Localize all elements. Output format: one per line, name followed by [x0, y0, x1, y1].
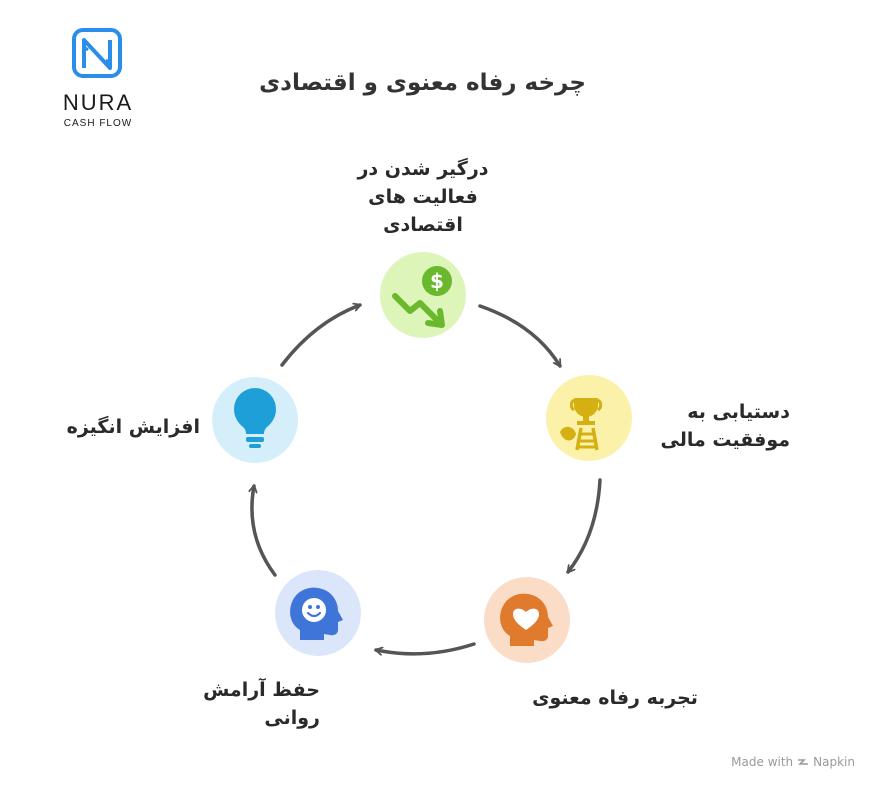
label-line: دستیابی به	[687, 401, 790, 423]
label-line: موفقیت مالی	[660, 429, 790, 451]
svg-text:$: $	[430, 269, 444, 293]
logo-name: NURA	[63, 90, 133, 115]
credit-prefix: Made with	[731, 755, 794, 769]
logo: NURA CASH FLOW	[52, 26, 148, 138]
label-line: روانی	[264, 707, 320, 729]
label-line: اقتصادی	[383, 214, 463, 236]
smiling-head-icon	[290, 587, 343, 640]
label-line: تجربه رفاه معنوی	[532, 687, 698, 709]
diagram-title: چرخه رفاه معنوی و اقتصادی	[259, 70, 586, 96]
label-line: افزایش انگیزه	[66, 416, 200, 438]
arrow-success-to-welfare	[566, 478, 602, 574]
arrow-activity-to-success	[478, 304, 562, 368]
label-motivation: افزایش انگیزه	[40, 413, 200, 441]
label-line: حفظ آرامش	[203, 679, 320, 701]
node-peace-of-mind	[275, 570, 361, 656]
heart-head-icon	[500, 593, 553, 646]
arrow-welfare-to-peace	[374, 642, 476, 654]
dollar-down-arrow-icon: $	[392, 266, 452, 328]
label-line: درگیر شدن در	[357, 158, 489, 180]
node-economic-activity: $	[380, 252, 466, 338]
credit: Made with Napkin	[731, 755, 855, 769]
lightbulb-icon	[234, 388, 276, 448]
node-motivation	[212, 377, 298, 463]
credit-brand: Napkin	[813, 755, 855, 769]
napkin-icon	[798, 759, 809, 765]
label-economic-activity: درگیر شدن در فعالیت های اقتصادی	[343, 155, 503, 239]
trophy-ladder-icon	[560, 398, 603, 451]
node-financial-success	[546, 375, 632, 461]
nura-logo-icon: NURA CASH FLOW	[63, 28, 133, 129]
label-financial-success: دستیابی به موفقیت مالی	[640, 398, 790, 454]
arrow-peace-to-motivation	[252, 484, 277, 577]
label-peace-of-mind: حفظ آرامش روانی	[190, 676, 320, 732]
logo-tagline: CASH FLOW	[64, 118, 132, 129]
arrow-motivation-to-activity	[280, 305, 362, 367]
label-spiritual-welfare: تجربه رفاه معنوی	[520, 684, 710, 712]
node-spiritual-welfare	[484, 577, 570, 663]
label-line: فعالیت های	[368, 186, 478, 208]
